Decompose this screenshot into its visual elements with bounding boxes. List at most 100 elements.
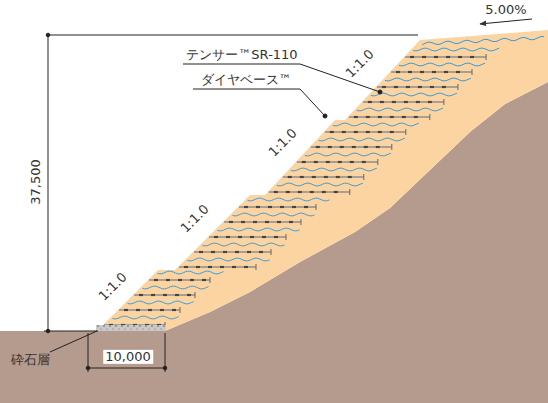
geogrid-node — [378, 131, 382, 133]
dimension-lines — [44, 33, 418, 372]
geogrid-node — [300, 176, 304, 178]
geogrid-node — [232, 266, 236, 268]
geogrid-node — [396, 71, 400, 73]
geogrid-end — [349, 189, 350, 195]
geogrid-node — [241, 221, 245, 223]
grade-label: 5.00% — [485, 3, 526, 17]
geogrid-node — [366, 131, 370, 133]
geogrid-node — [208, 266, 212, 268]
geogrid-node — [432, 71, 436, 73]
geogrid-node — [196, 266, 200, 268]
geogrid-node — [364, 146, 368, 148]
geogrid-node — [314, 161, 318, 163]
geogrid-node — [446, 56, 450, 58]
slope-ratio: 1:1.0 — [96, 270, 130, 304]
geogrid — [283, 176, 364, 177]
geogrid-node — [310, 191, 314, 193]
geogrid-node — [244, 206, 248, 208]
geogrid — [224, 221, 301, 222]
geogrid-node — [404, 101, 408, 103]
geogrid-node — [376, 146, 380, 148]
geogrid-end — [391, 144, 392, 150]
geogrid-end — [377, 159, 378, 165]
wave-layer — [188, 258, 270, 261]
geogrid — [149, 279, 210, 280]
geogrid-node — [390, 116, 394, 118]
geogrid — [405, 56, 486, 57]
wave-layer — [305, 153, 391, 156]
geogrid-node — [340, 146, 344, 148]
geogrid-node — [316, 146, 320, 148]
geogrid-node — [394, 86, 398, 88]
geogrid-node — [148, 309, 152, 311]
geogrid-node — [422, 56, 426, 58]
geogrid-node — [430, 86, 434, 88]
geogrid-node — [268, 206, 272, 208]
geogrid-node — [330, 131, 334, 133]
wave-layer — [218, 228, 300, 231]
geogrid-end — [486, 54, 487, 60]
geogrid-node — [392, 101, 396, 103]
geogrid — [311, 146, 392, 147]
geogrid — [179, 266, 256, 267]
geogrid-node — [304, 206, 308, 208]
geogrid-node — [262, 236, 266, 238]
callout-label: ダイヤベース™ — [201, 73, 292, 87]
geogrid-node — [136, 309, 140, 311]
wave-layer — [422, 37, 544, 45]
geogrid-end — [210, 277, 211, 283]
wave-layer — [128, 301, 194, 304]
geogrid-node — [298, 191, 302, 193]
geogrid-node — [199, 251, 203, 253]
geogrid-node — [247, 251, 251, 253]
geogrid — [391, 71, 472, 72]
geogrid — [239, 206, 316, 207]
geogrid-node — [350, 161, 354, 163]
geogrid — [269, 191, 350, 192]
geogrid-node — [414, 116, 418, 118]
dimension-label: 37,500 — [29, 157, 43, 207]
geogrid-node — [380, 101, 384, 103]
geogrid-node — [354, 131, 358, 133]
geogrid-node — [428, 101, 432, 103]
geogrid-node — [322, 191, 326, 193]
geogrid-node — [366, 116, 370, 118]
wave-layer — [333, 123, 419, 126]
geogrid-node — [139, 294, 143, 296]
geogrid-node — [163, 294, 167, 296]
geogrid-node — [324, 176, 328, 178]
geogrid-node — [184, 266, 188, 268]
geogrid-node — [420, 71, 424, 73]
wave-layer — [203, 243, 285, 246]
geogrid-end — [316, 204, 317, 210]
geogrid — [349, 116, 430, 117]
geogrid — [297, 161, 378, 162]
geogrid-node — [175, 294, 179, 296]
wave-layer — [385, 78, 471, 81]
geogrid-node — [238, 236, 242, 238]
wave-layer — [399, 63, 485, 66]
wave-layer — [291, 168, 377, 171]
geogrid-end — [472, 69, 473, 75]
geogrid-node — [334, 191, 338, 193]
geogrid-node — [253, 221, 257, 223]
slope-ratio: 1:1.0 — [178, 202, 212, 236]
wave-layer — [371, 93, 457, 96]
geogrid-node — [302, 161, 306, 163]
geogrid-node — [442, 86, 446, 88]
geogrid-node — [352, 146, 356, 148]
callout-label: 砕石層 — [11, 353, 50, 367]
geogrid-node — [378, 116, 382, 118]
geogrid-end — [363, 174, 364, 180]
geogrid-node — [312, 176, 316, 178]
geogrid-node — [223, 251, 227, 253]
geogrid-node — [214, 236, 218, 238]
geogrid-end — [443, 99, 444, 105]
geogrid-node — [256, 206, 260, 208]
geogrid-node — [274, 236, 278, 238]
geogrid-end — [286, 234, 287, 240]
geogrid-node — [187, 294, 191, 296]
reinforcement-layers — [104, 37, 544, 329]
geogrid-node — [418, 86, 422, 88]
geogrid-node — [456, 71, 460, 73]
